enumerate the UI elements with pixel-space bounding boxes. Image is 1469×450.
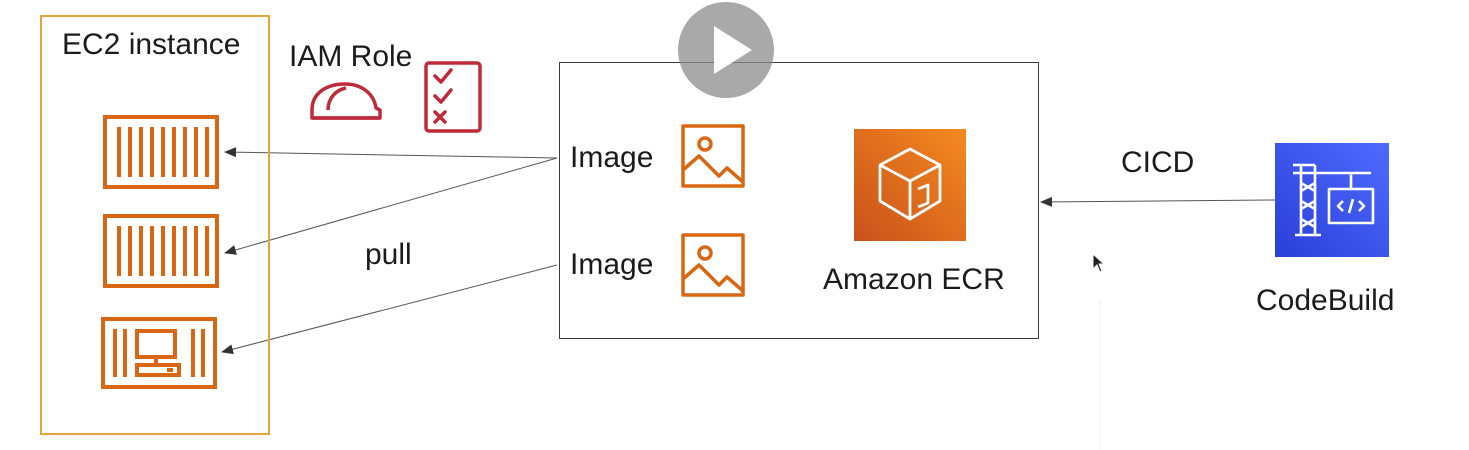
cicd-label: CICD xyxy=(1121,146,1195,179)
cursor-icon xyxy=(1092,253,1106,273)
image-label-1: Image xyxy=(570,141,654,174)
pull-arrow-2 xyxy=(224,157,558,255)
ecr-box xyxy=(559,62,1039,339)
hard-hat-icon xyxy=(310,82,382,120)
codebuild-label: CodeBuild xyxy=(1256,284,1395,317)
image-icon xyxy=(681,124,745,188)
container-app-icon xyxy=(101,317,217,389)
iam-role-label: IAM Role xyxy=(289,40,413,73)
play-button[interactable] xyxy=(678,2,774,98)
image-icon xyxy=(681,233,745,297)
pull-arrow-1 xyxy=(224,147,558,159)
codebuild-icon xyxy=(1275,143,1389,257)
ec2-title: EC2 instance xyxy=(62,28,241,61)
container-icon xyxy=(103,214,219,288)
ec2-instance-box xyxy=(40,15,270,435)
ecr-icon xyxy=(854,129,966,241)
pull-arrow-3 xyxy=(221,264,558,355)
ecr-label: Amazon ECR xyxy=(823,263,1005,296)
image-label-2: Image xyxy=(570,248,654,281)
container-icon xyxy=(103,115,219,189)
play-icon xyxy=(714,26,752,74)
pull-label: pull xyxy=(365,238,412,271)
checklist-icon xyxy=(424,61,482,133)
cicd-arrow xyxy=(1040,196,1277,207)
